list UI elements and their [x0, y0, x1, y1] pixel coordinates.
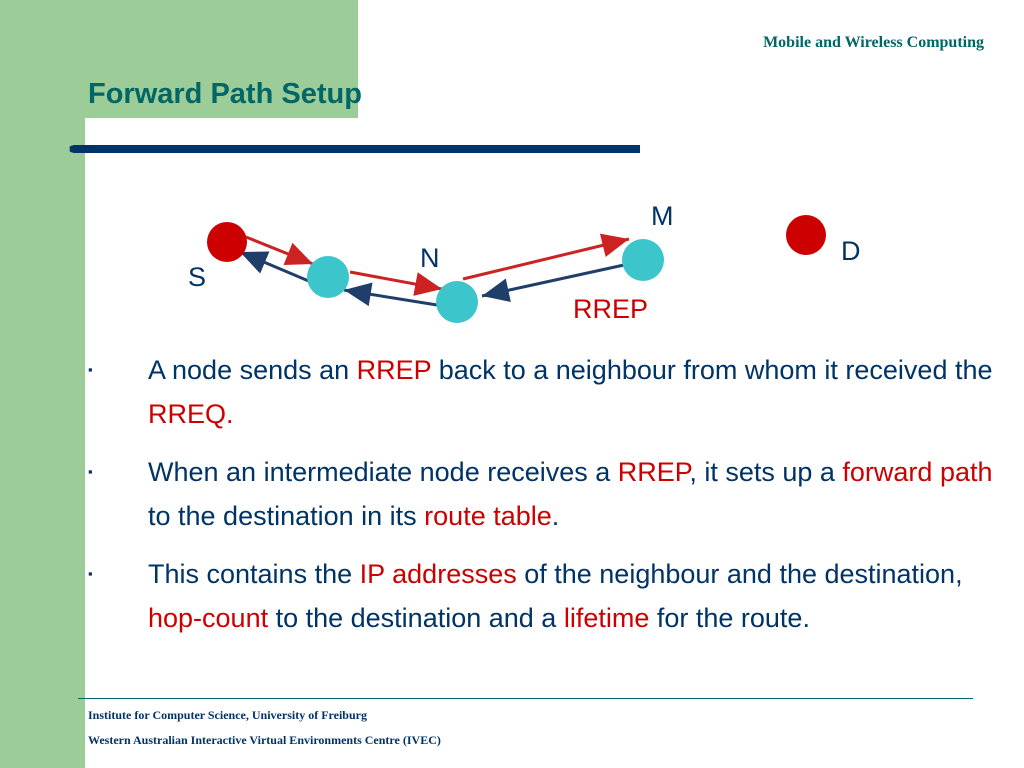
node-s [207, 222, 247, 262]
bullet-marker: ▪ [88, 362, 93, 377]
footer-ivec: Western Australian Interactive Virtual E… [88, 733, 441, 747]
bullet-text: This contains the [148, 559, 360, 589]
highlight: forward path [842, 457, 993, 487]
highlight: RREP [617, 457, 690, 487]
arrow-m-to-n [481, 263, 625, 302]
highlight: route table [424, 501, 552, 531]
highlight: hop-count [148, 603, 269, 633]
bullet-text: of the neighbour and the destination, [516, 559, 963, 589]
arrow-n-to-n1 [343, 282, 438, 307]
label-rrep: RREP [573, 294, 648, 324]
label-s: S [188, 262, 206, 292]
bullet-text: When an intermediate node receives a [148, 457, 618, 487]
bullet-text: back to a neighbour from whom it receive… [431, 355, 993, 385]
highlight: RREQ. [148, 399, 234, 429]
green-header-block [85, 0, 358, 118]
bullet-2: ▪ When an intermediate node receives a RR… [88, 450, 1008, 538]
arrow-s-to-n1 [245, 235, 314, 266]
label-n: N [420, 243, 440, 273]
highlight: IP addresses [359, 559, 517, 589]
node-m [622, 239, 664, 281]
footer-institute: Institute for Computer Science, Universi… [88, 708, 367, 722]
bullet-list: ▪ A node sends an RREP back to a neighbou… [88, 348, 1008, 654]
node-n [436, 281, 478, 323]
node-n1 [307, 256, 349, 298]
bullet-text: , it sets up a [689, 457, 843, 487]
bullet-text: . [551, 501, 560, 531]
bullet-text: A node sends an [148, 355, 357, 385]
arrow-n-to-m [462, 233, 630, 281]
highlight: lifetime [563, 603, 650, 633]
node-d [786, 215, 826, 255]
arrow-n1-to-s [239, 250, 312, 284]
bullet-marker: ▪ [88, 464, 93, 479]
label-d: D [841, 236, 861, 266]
label-m: M [651, 201, 674, 231]
highlight: RREP [356, 355, 432, 385]
bullet-text: to the destination and a [268, 603, 564, 633]
bullet-text: to the destination in its [148, 457, 1008, 531]
arrow-n1-to-n [349, 270, 443, 296]
course-title: Mobile and Wireless Computing [763, 34, 984, 51]
title-underline [69, 145, 640, 153]
slide-title: Forward Path Setup [88, 78, 362, 110]
bullet-3: ▪ This contains the IP addresses of the n… [88, 552, 1008, 640]
bullet-marker: ▪ [88, 566, 93, 581]
footer-divider [78, 698, 973, 699]
bullet-1: ▪ A node sends an RREP back to a neighbou… [88, 348, 1008, 436]
bullet-text: for the route. [649, 603, 810, 633]
green-sidebar [0, 0, 85, 768]
